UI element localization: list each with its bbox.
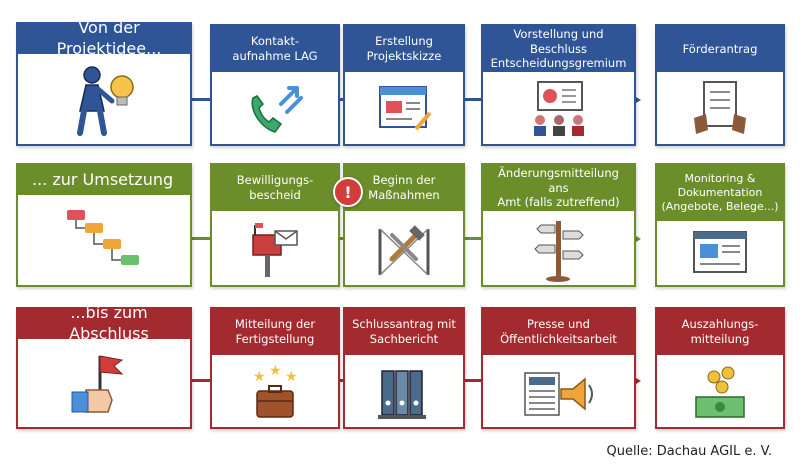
presentation-icon bbox=[483, 74, 634, 144]
card-fertigstellung: Mitteilung der Fertigstellung ★ ★ ★ bbox=[210, 307, 340, 429]
tools-icon bbox=[345, 215, 463, 285]
binders-icon bbox=[345, 359, 463, 427]
hand-flag-icon bbox=[18, 343, 190, 427]
card-aenderungsmitteilung: Änderungsmitteilung ans Amt (falls zutre… bbox=[481, 163, 636, 287]
svg-text:★: ★ bbox=[285, 369, 298, 385]
document-icon bbox=[345, 74, 463, 144]
svg-text:★: ★ bbox=[253, 369, 266, 385]
source-caption: Quelle: Dachau AGIL e. V. bbox=[606, 444, 772, 459]
card-entscheidungsgremium: Vorstellung und Beschluss Entscheidungsg… bbox=[481, 24, 636, 146]
card-label: Presse und Öffentlichkeitsarbeit bbox=[483, 309, 634, 355]
card-umsetzung: ... zur Umsetzung bbox=[16, 163, 192, 287]
money-icon bbox=[657, 359, 783, 427]
card-foerderantrag: Förderantrag bbox=[655, 24, 785, 146]
arrowhead-row-1 bbox=[631, 93, 641, 106]
form-hands-icon bbox=[657, 74, 783, 144]
card-label: Kontakt- aufnahme LAG bbox=[212, 26, 338, 72]
card-abschluss: ...bis zum Abschluss bbox=[16, 303, 192, 429]
signpost-icon bbox=[483, 215, 634, 285]
card-presse: Presse und Öffentlichkeitsarbeit bbox=[481, 307, 636, 429]
newspaper-megaphone-icon bbox=[483, 359, 634, 427]
phone-icon bbox=[212, 74, 338, 144]
warning-badge-text: ! bbox=[344, 182, 352, 202]
card-kontaktaufnahme: Kontakt- aufnahme LAG bbox=[210, 24, 340, 146]
card-projektidee: Von der Projektidee... bbox=[16, 18, 192, 146]
card-label: Schlussantrag mit Sachbericht bbox=[345, 309, 463, 355]
card-projektskizze: Erstellung Projektskizze bbox=[343, 24, 465, 146]
card-bewilligungsbescheid: Bewilligungs- bescheid bbox=[210, 163, 340, 287]
briefcase-stars-icon: ★ ★ ★ bbox=[212, 359, 338, 427]
card-label: Änderungsmitteilung ans Amt (falls zutre… bbox=[483, 165, 634, 211]
card-schlussantrag: Schlussantrag mit Sachbericht bbox=[343, 307, 465, 429]
card-label: ... zur Umsetzung bbox=[18, 165, 190, 195]
card-auszahlung: Auszahlungs- mitteilung bbox=[655, 307, 785, 429]
mailbox-icon bbox=[212, 215, 338, 285]
svg-text:★: ★ bbox=[269, 363, 282, 379]
card-label: Von der Projektidee... bbox=[18, 18, 190, 58]
card-label: Monitoring & Dokumentation (Angebote, Be… bbox=[657, 165, 783, 221]
card-label: Mitteilung der Fertigstellung bbox=[212, 309, 338, 355]
card-beginn-massnahmen: Beginn der Maßnahmen ! bbox=[333, 163, 465, 287]
person-lightbulb-icon bbox=[18, 58, 190, 144]
card-monitoring: Monitoring & Dokumentation (Angebote, Be… bbox=[655, 163, 785, 287]
card-label: Erstellung Projektskizze bbox=[345, 26, 463, 72]
arrowhead-row-2 bbox=[631, 232, 641, 245]
flow-steps-icon bbox=[18, 199, 190, 285]
card-label: Förderantrag bbox=[657, 26, 783, 72]
card-label: Beginn der Maßnahmen bbox=[345, 165, 463, 211]
arrowhead-row-3 bbox=[631, 374, 641, 387]
browser-window-icon bbox=[657, 223, 783, 285]
card-label: Bewilligungs- bescheid bbox=[212, 165, 338, 211]
card-label: Auszahlungs- mitteilung bbox=[657, 309, 783, 355]
card-label: ...bis zum Abschluss bbox=[18, 303, 190, 343]
card-label: Vorstellung und Beschluss Entscheidungsg… bbox=[483, 26, 634, 72]
warning-icon: ! bbox=[333, 177, 363, 207]
